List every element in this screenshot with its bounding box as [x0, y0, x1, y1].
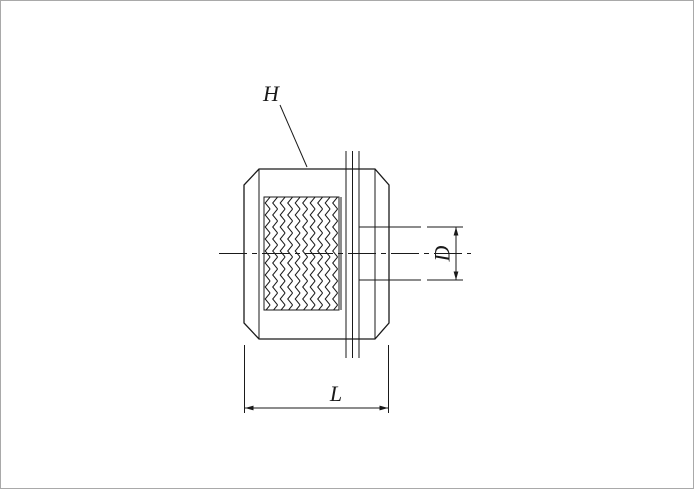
l-dimension: L	[244, 345, 389, 413]
h-leader-line	[279, 104, 308, 168]
label-diameter: D	[430, 245, 455, 262]
bore-lines	[359, 226, 421, 281]
h-callout: H	[262, 81, 308, 168]
l-arrow-left	[245, 405, 254, 411]
label-length: L	[329, 381, 342, 406]
tube-lines	[340, 151, 360, 358]
d-dimension: D	[427, 226, 463, 281]
label-hex-size: H	[262, 81, 280, 106]
fitting-body	[243, 168, 390, 340]
thread-section	[263, 196, 340, 311]
thread-hatch	[263, 196, 340, 311]
d-arrow-down	[453, 271, 459, 280]
d-arrow-up	[453, 227, 459, 236]
l-arrow-right	[379, 405, 388, 411]
